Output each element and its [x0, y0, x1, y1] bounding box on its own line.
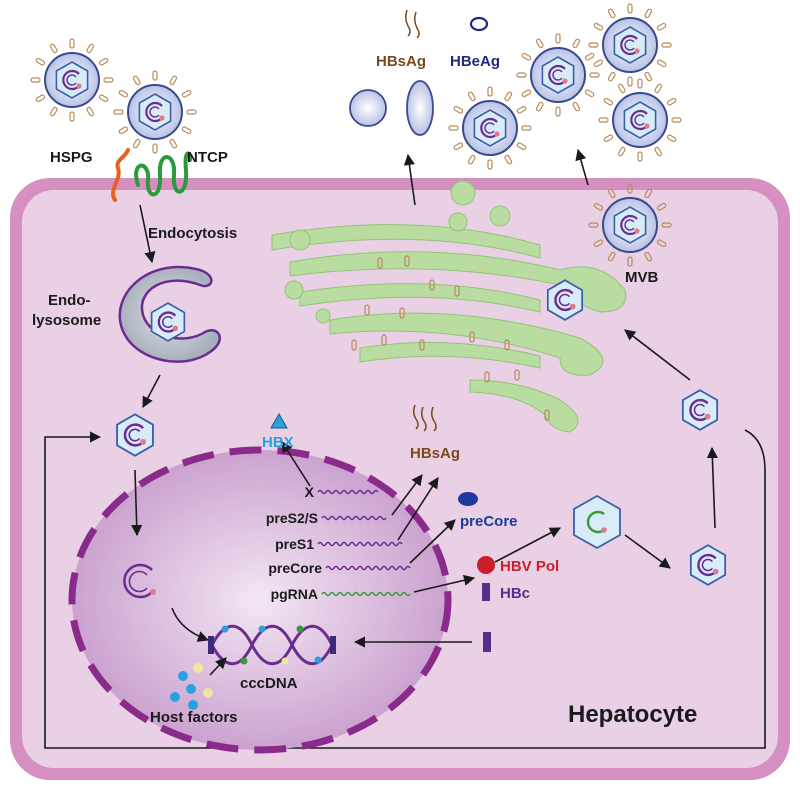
arrow-secretion-virion — [575, 148, 589, 186]
host-factor-dots — [170, 663, 213, 710]
arrow-to-hbsag — [391, 474, 423, 516]
transcript-label: preS2/S — [266, 510, 318, 526]
host-factors-label: Host factors — [150, 709, 238, 726]
nuclear-rcdna — [123, 563, 156, 599]
hbsag-spheres — [349, 80, 434, 136]
arrow-host-factors — [209, 657, 227, 676]
hepatocyte-label: Hepatocyte — [568, 701, 697, 728]
arrow-cccdna-formation — [171, 607, 210, 642]
arrow-to-precore — [409, 519, 456, 564]
transcript-wave — [321, 591, 411, 597]
golgi-capsid — [546, 278, 584, 322]
hbsag-mid-label: HBsAg — [410, 445, 460, 462]
hspg-receptor — [111, 148, 130, 202]
hbx-label: HBX — [262, 434, 294, 451]
hbv-pol-label: HBV Pol — [500, 558, 559, 575]
hbeag-label: HBeAg — [450, 53, 500, 70]
hbc-glyph — [482, 583, 490, 601]
hspg-label: HSPG — [50, 149, 93, 166]
hbc-recycle-glyph — [483, 632, 491, 652]
transcript-wave — [325, 565, 411, 571]
cccdna-helix — [208, 624, 336, 666]
transcript-label: X — [305, 484, 315, 500]
transcript-label: pgRNA — [271, 586, 318, 602]
transcript-wave — [321, 515, 387, 521]
mvb-label: MVB — [625, 269, 659, 286]
transcript-label: preS1 — [275, 536, 314, 552]
cytoplasmic-capsid — [115, 413, 155, 457]
arrow-to-encapsidation — [494, 527, 561, 563]
endocytosis-label: Endocytosis — [148, 225, 237, 242]
transcript-wave — [317, 541, 403, 547]
hbv-pol-glyph — [477, 556, 495, 574]
ntcp-receptor — [134, 151, 192, 197]
precore-protein-glyph — [458, 492, 478, 506]
secreted-virion-2 — [517, 34, 599, 116]
arrow-to-hbsag-2 — [397, 477, 439, 541]
er-golgi — [271, 180, 627, 433]
transcript-wave — [317, 489, 379, 495]
arrow-nuclear-import — [131, 469, 143, 537]
cccdna-label: cccDNA — [240, 675, 298, 692]
secreted-virion-3 — [589, 4, 671, 86]
er-hbsag-spikes — [351, 255, 550, 421]
nucleus — [68, 446, 452, 754]
virion-1 — [31, 39, 113, 121]
hbeag-glyph — [469, 16, 489, 32]
secreted-virion-4 — [599, 79, 681, 161]
transcript-label: preCore — [268, 560, 322, 576]
rcdna-capsid — [689, 543, 727, 587]
precore-protein-label: preCore — [460, 513, 518, 530]
mature-capsid — [681, 388, 719, 432]
arrow-secretion-hbsag — [403, 153, 416, 206]
hbc-label: HBc — [500, 585, 530, 602]
arrow-to-hbx — [281, 441, 311, 487]
arrow-reverse-transcription — [624, 534, 671, 569]
secreted-virion-1 — [449, 87, 531, 169]
hbx-triangle — [270, 412, 288, 429]
arrow-envelopment — [624, 329, 691, 381]
arrow-uncoating — [142, 374, 161, 408]
arrow-endocytosis — [139, 204, 156, 264]
arrow-pgrna-translation — [413, 574, 476, 593]
arrow-maturation — [706, 446, 718, 529]
pgrna-capsid — [573, 494, 621, 550]
hbsag-filament-top — [404, 9, 420, 39]
endolysosome — [118, 265, 221, 363]
endolysosome-label-1: Endo- — [48, 292, 91, 309]
endolysosome-label-2: lysosome — [32, 312, 101, 329]
hbsag-filament-mid — [412, 404, 437, 432]
hbsag-top-label: HBsAg — [376, 53, 426, 70]
virion-2 — [114, 71, 196, 153]
ntcp-label: NTCP — [187, 149, 228, 166]
